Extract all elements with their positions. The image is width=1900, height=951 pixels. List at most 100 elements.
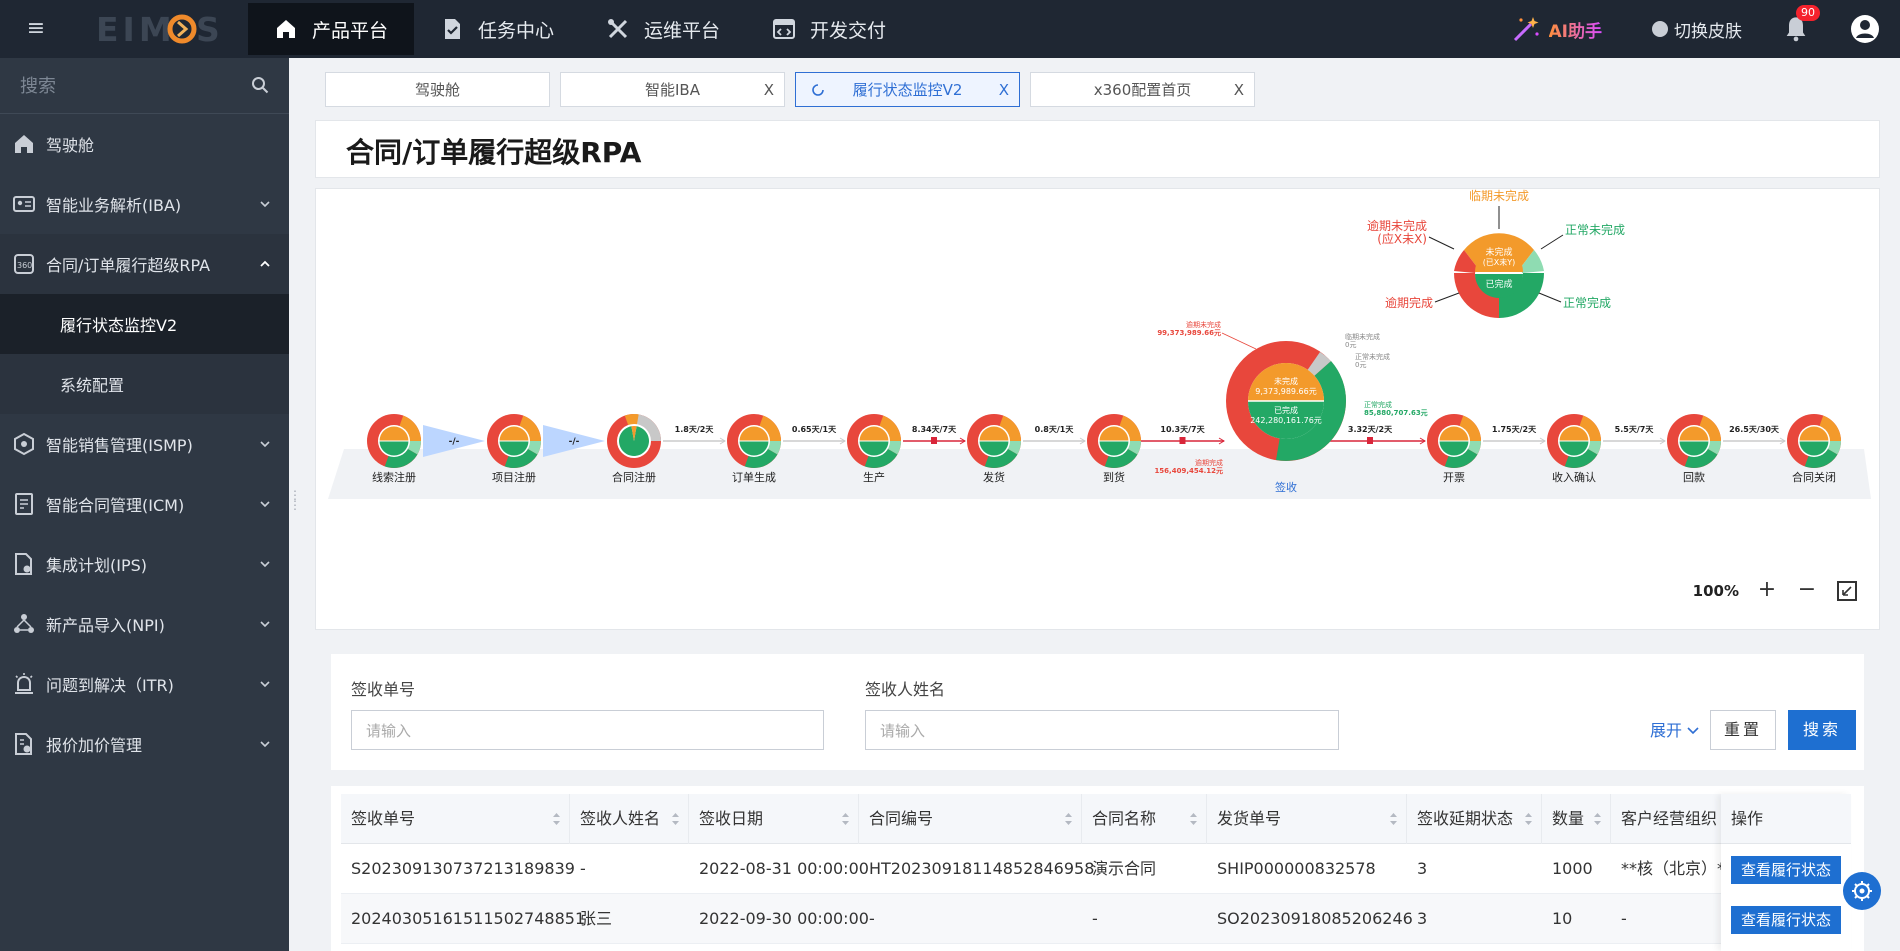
flow-node[interactable]: 合同关闭 [1787, 414, 1841, 484]
sort-icon[interactable] [552, 812, 561, 826]
legend-overdue-done-seg [1454, 273, 1499, 318]
id-card-icon [13, 196, 35, 212]
flow-node[interactable]: 线索注册 [367, 414, 421, 484]
view-status-button[interactable]: 查看履行状态 [1731, 856, 1841, 884]
table-row[interactable]: S20230913073721318983​9-2022-08-31 00:00… [341, 844, 1851, 894]
table-header-col-delay-status[interactable]: 签收延期状态 [1407, 794, 1542, 844]
nav-task-center[interactable]: 任务中心 [414, 3, 580, 55]
ai-assistant-button[interactable]: AI助手 [1511, 14, 1602, 44]
flow-node-label: 到货 [1103, 470, 1125, 484]
signer-name-input[interactable]: 请输入 [865, 710, 1339, 750]
flow-node-label: 项目注册 [492, 470, 536, 484]
sort-icon[interactable] [1524, 812, 1533, 826]
expand-label: 展开 [1650, 721, 1683, 740]
table-header-col-ship-no[interactable]: 发货单号 [1207, 794, 1407, 844]
switch-skin-button[interactable]: 切换皮肤 [1652, 17, 1742, 42]
flow-node-label: 线索注册 [372, 470, 416, 484]
zoom-out-button[interactable]: − [1797, 577, 1817, 602]
sort-icon[interactable] [841, 812, 850, 826]
action-column-header: 操作 [1721, 794, 1851, 844]
nav-product-platform[interactable]: 产品平台 [248, 3, 415, 55]
node-inner-orange [379, 426, 409, 441]
sidebar-item-ismp[interactable]: 智能销售管理(ISMP) [0, 414, 289, 474]
sidebar-search-input[interactable]: 搜索 [20, 76, 56, 97]
node-inner-green [1099, 441, 1129, 456]
nav-ops-platform[interactable]: 运维平台 [580, 3, 746, 55]
column-label: 客户经营组织 [1621, 809, 1718, 828]
sidebar-search[interactable]: 搜索 [0, 58, 289, 114]
sidebar-item-ips[interactable]: 集成计划(IPS) [0, 534, 289, 594]
center-finished-label: 已完成 [1274, 405, 1298, 415]
table-header-col-signer[interactable]: 签收人姓名 [570, 794, 689, 844]
callout-normal-unfinished-value: 0元 [1355, 361, 1366, 369]
flow-node[interactable]: 收入确认 [1547, 414, 1601, 484]
sidebar-resize-handle[interactable]: ⋮⋮ [289, 488, 301, 512]
sidebar-item-icm[interactable]: 智能合同管理(ICM) [0, 474, 289, 534]
flow-link-label: -/- [449, 437, 460, 447]
flow-node[interactable]: 订单生成 [727, 414, 781, 484]
flow-node[interactable]: 项目注册 [487, 414, 541, 484]
search-button[interactable]: 搜索 [1788, 710, 1856, 750]
flow-node[interactable]: 生产 [847, 414, 901, 484]
node-inner-orange [1099, 426, 1129, 441]
search-icon[interactable] [251, 76, 269, 94]
center-node-sign[interactable]: 未完成 9,373,989.66元 已完成 242,280,161.76元 逾期… [1154, 320, 1427, 475]
callout-overdue-unfinished-value: 99,373,989.66元 [1157, 329, 1221, 337]
sort-icon[interactable] [1389, 812, 1398, 826]
chevron-down-icon [260, 621, 270, 628]
notification-badge: 90 [1796, 5, 1820, 21]
zoom-in-button[interactable]: + [1757, 577, 1777, 602]
nav-dev-delivery[interactable]: 开发交付 [746, 3, 912, 55]
sidebar-item-pricing[interactable]: 报价加价管理 [0, 714, 289, 774]
table-cell-col-quantity: 1000 [1552, 859, 1593, 878]
sidebar-item-label: 系统配置 [60, 376, 125, 395]
table-header-col-quantity[interactable]: 数量 [1542, 794, 1611, 844]
fullscreen-icon[interactable] [1835, 579, 1859, 603]
sidebar-item-iba[interactable]: 智能业务解析(IBA) [0, 174, 289, 234]
flow-arrowhead [1079, 437, 1086, 445]
table-header-col-sign-date[interactable]: 签收日期 [689, 794, 859, 844]
flow-link-label: 3.32天/2天 [1348, 425, 1393, 434]
menu-toggle-icon[interactable]: ≡ [26, 16, 46, 41]
sidebar-item-itr[interactable]: 问题到解决（ITR) [0, 654, 289, 714]
sort-icon[interactable] [1593, 812, 1602, 826]
sort-icon[interactable] [671, 812, 680, 826]
sidebar-item-system-config[interactable]: 系统配置 [0, 354, 289, 414]
close-icon[interactable]: X [1233, 81, 1244, 99]
close-icon[interactable]: X [998, 81, 1009, 99]
view-status-button[interactable]: 查看履行状态 [1731, 906, 1841, 934]
table-header-col-sign-no[interactable]: 签收单号 [341, 794, 570, 844]
sort-icon[interactable] [1189, 812, 1198, 826]
sidebar-item-rpa[interactable]: 360 合同/订单履行超级RPA [0, 234, 289, 294]
tab-x360-config[interactable]: x360配置首页 X [1030, 72, 1255, 107]
table-cell-col-ship-no: SO20230918085206246 [1217, 909, 1413, 928]
expand-link[interactable]: 展开 [1650, 717, 1699, 741]
sidebar-item-cockpit[interactable]: 驾驶舱 [0, 114, 289, 174]
table-header-col-contract-name[interactable]: 合同名称 [1082, 794, 1207, 844]
sidebar-item-npi[interactable]: 新产品导入(NPI) [0, 594, 289, 654]
flow-node[interactable]: 到货 [1087, 414, 1141, 484]
flow-node[interactable]: 开票 [1427, 414, 1481, 484]
notification-button[interactable]: 90 [1782, 5, 1820, 43]
sign-no-input[interactable]: 请输入 [351, 710, 824, 750]
refresh-icon[interactable] [810, 82, 826, 98]
reset-button[interactable]: 重置 [1710, 710, 1776, 750]
flow-node[interactable]: 合同注册 [607, 414, 661, 484]
sidebar-item-status-monitor[interactable]: 履行状态监控V2 [0, 294, 289, 354]
table-header-col-customer-org[interactable]: 客户经营组织 [1611, 794, 1731, 844]
tab-cockpit[interactable]: 驾驶舱 [325, 72, 550, 107]
flow-link-label: 1.8天/2天 [675, 425, 715, 434]
close-icon[interactable]: X [763, 81, 774, 99]
tab-status-monitor[interactable]: 履行状态监控V2 X [795, 72, 1020, 107]
code-icon [773, 19, 796, 39]
flow-node-label: 订单生成 [732, 470, 776, 484]
flow-node[interactable]: 签收 [1275, 480, 1297, 494]
user-avatar-icon[interactable] [1850, 14, 1880, 44]
sort-icon[interactable] [1064, 812, 1073, 826]
tab-iba[interactable]: 智能IBA X [560, 72, 785, 107]
settings-fab[interactable] [1843, 872, 1881, 910]
flow-node[interactable]: 发货 [967, 414, 1021, 484]
table-header-col-contract-no[interactable]: 合同编号 [859, 794, 1082, 844]
flow-node[interactable]: 回款 [1667, 414, 1721, 484]
